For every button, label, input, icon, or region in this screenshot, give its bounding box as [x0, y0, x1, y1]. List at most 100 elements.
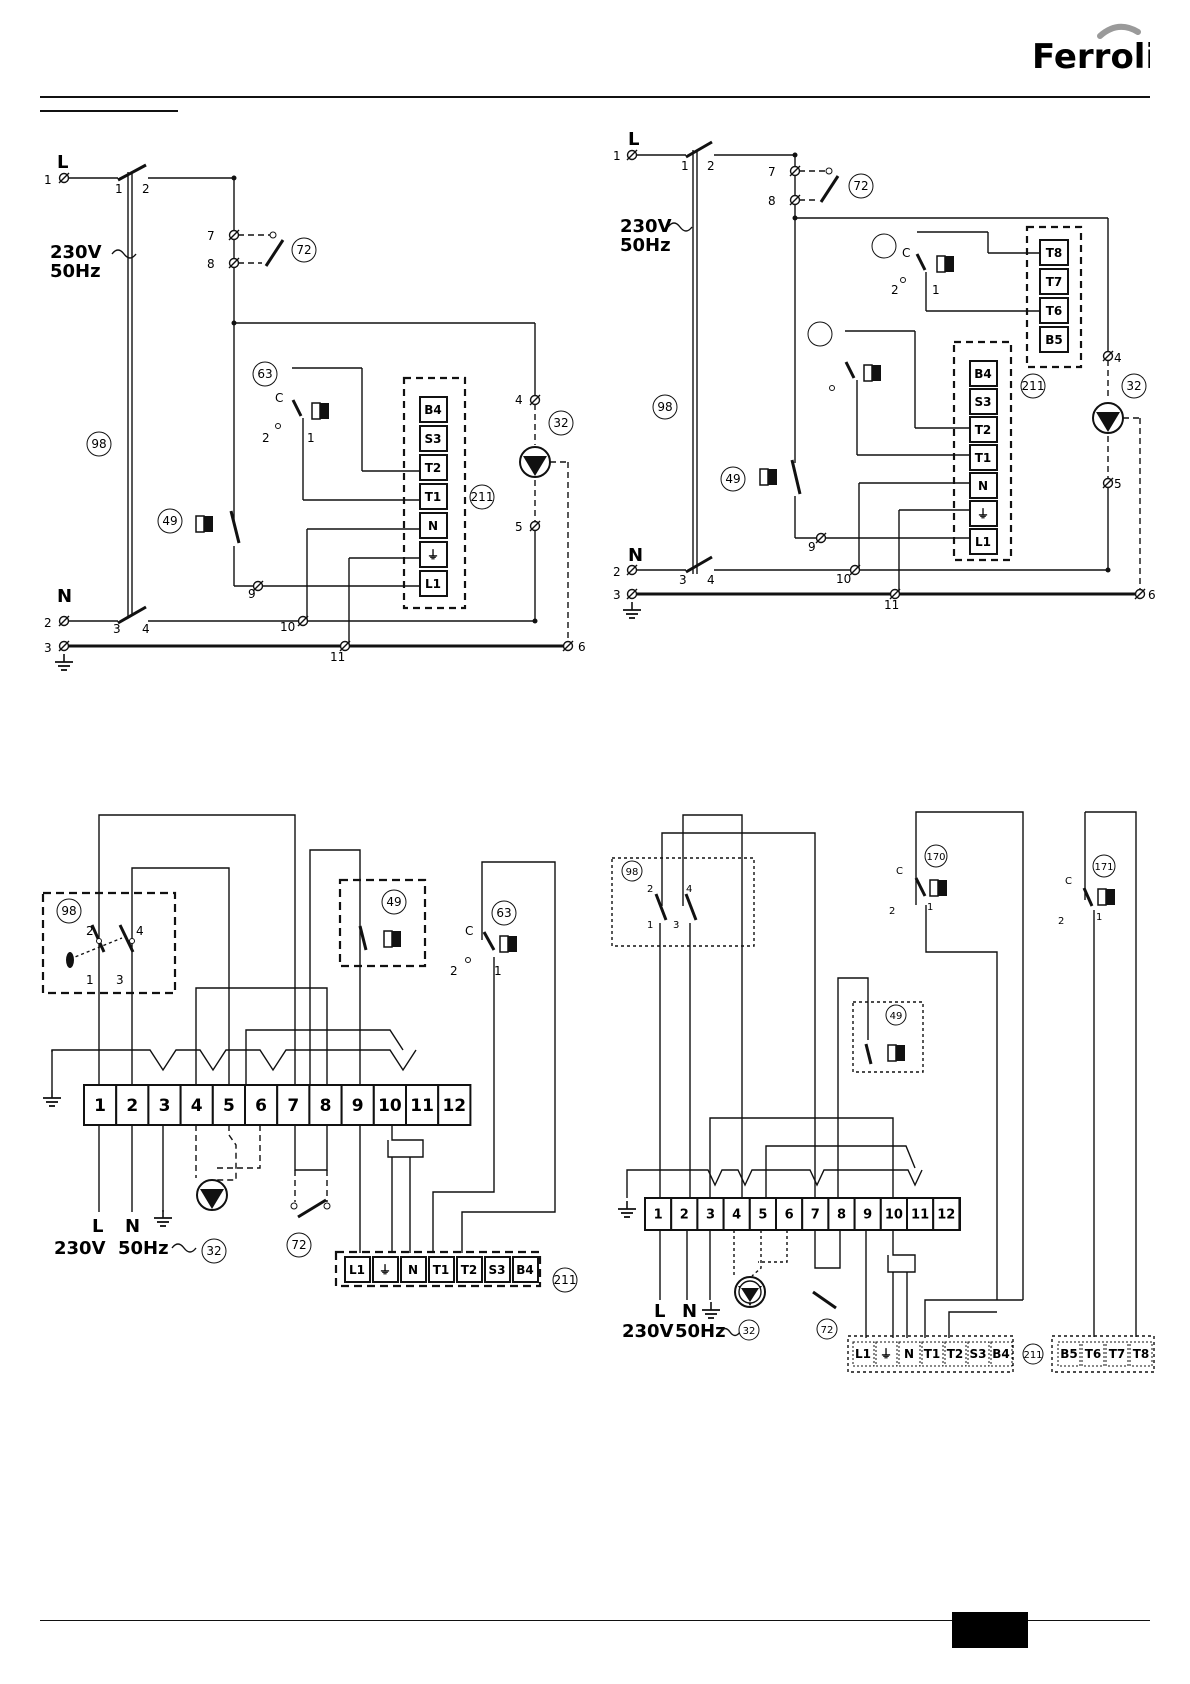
svg-text:⏚: ⏚ [427, 548, 439, 562]
svg-text:49: 49 [890, 1011, 903, 1022]
svg-text:S3: S3 [425, 432, 442, 446]
svg-text:L1: L1 [975, 535, 991, 549]
term-4: 4 [515, 393, 523, 407]
header-rule [40, 96, 1150, 98]
strip-cell [906, 1197, 935, 1231]
strip-label: 6 [255, 1096, 267, 1116]
voltage-label: 230V [620, 216, 672, 237]
svg-text:T2: T2 [425, 461, 442, 475]
svg-text:230V: 230V [54, 1238, 106, 1259]
svg-text:1: 1 [613, 149, 621, 163]
svg-text:T2: T2 [461, 1263, 478, 1277]
strip-label: 5 [758, 1208, 767, 1223]
svg-text:B5: B5 [1045, 333, 1063, 347]
svg-text:50Hz: 50Hz [118, 1238, 169, 1259]
relay-p1: 1 [307, 431, 315, 445]
strip-cell [932, 1197, 961, 1231]
strip-label: 12 [937, 1208, 955, 1223]
svg-text:1: 1 [1096, 912, 1102, 923]
svg-text:1: 1 [932, 283, 940, 297]
strip-label: 7 [287, 1096, 299, 1116]
comp-32: 32 [553, 416, 568, 430]
strip-label: 9 [863, 1208, 872, 1223]
svg-text:2: 2 [1058, 916, 1064, 927]
strip-label: 1 [94, 1096, 106, 1116]
svg-text:C: C [902, 246, 910, 260]
svg-text:2: 2 [647, 884, 653, 895]
svg-text:S3: S3 [489, 1263, 506, 1277]
svg-text:5: 5 [1114, 477, 1122, 491]
svg-text:211: 211 [1023, 1350, 1042, 1361]
svg-text:T7: T7 [1046, 275, 1063, 289]
svg-text:7: 7 [768, 165, 776, 179]
supply-l-label: L [57, 152, 68, 173]
strip-cell [670, 1197, 699, 1231]
svg-text:T1: T1 [924, 1347, 941, 1361]
brand-name: Ferroli [1032, 37, 1150, 77]
svg-text:8: 8 [768, 194, 776, 208]
relay-c: C [275, 391, 283, 405]
svg-text:2: 2 [889, 906, 895, 917]
sw-pin-2: 2 [142, 182, 150, 196]
svg-text:T2: T2 [947, 1347, 964, 1361]
footer-rule [40, 1620, 1150, 1621]
term-10: 10 [280, 620, 295, 634]
svg-text:L1: L1 [349, 1263, 365, 1277]
svg-text:32: 32 [743, 1326, 756, 1337]
svg-text:2: 2 [891, 283, 899, 297]
svg-text:L1: L1 [425, 577, 441, 591]
svg-text:11: 11 [884, 598, 899, 612]
comp-63: 63 [257, 367, 272, 381]
strip-cell [853, 1197, 882, 1231]
strip-label: 12 [442, 1096, 466, 1116]
svg-text:T7: T7 [1109, 1347, 1126, 1361]
strip-label: 10 [885, 1208, 903, 1223]
svg-text:T1: T1 [425, 490, 442, 504]
supply-n-label: N [628, 545, 643, 566]
strip-label: 9 [352, 1096, 364, 1116]
svg-text:9: 9 [808, 540, 816, 554]
svg-text:1: 1 [86, 973, 94, 987]
svg-text:49: 49 [386, 895, 401, 909]
frequency-label: 50Hz [50, 261, 101, 282]
comp-72: 72 [296, 243, 311, 257]
svg-text:B5: B5 [1060, 1347, 1078, 1361]
svg-text:L1: L1 [855, 1347, 871, 1361]
ferroli-logo: Ferroli [1032, 23, 1150, 77]
svg-text:C: C [896, 866, 903, 877]
diagram-top-right: L N 230V 50Hz [613, 129, 1156, 619]
strip-label: 2 [680, 1208, 689, 1223]
svg-text:3: 3 [673, 920, 679, 931]
svg-text:170: 170 [926, 852, 945, 863]
svg-text:50Hz: 50Hz [675, 1321, 726, 1342]
svg-text:72: 72 [853, 179, 868, 193]
strip-label: 1 [654, 1208, 663, 1223]
svg-text:L: L [92, 1216, 103, 1237]
svg-text:T8: T8 [1046, 246, 1063, 260]
svg-text:10: 10 [836, 572, 851, 586]
term-6: 6 [578, 640, 586, 654]
svg-text:L: L [654, 1301, 665, 1322]
svg-text:T8: T8 [1133, 1347, 1150, 1361]
svg-text:T6: T6 [1085, 1347, 1102, 1361]
svg-text:S3: S3 [975, 395, 992, 409]
sw-pin-3: 3 [113, 622, 121, 636]
page-number-box [952, 1612, 1028, 1648]
strip-label: 3 [706, 1208, 715, 1223]
diagram-bottom-left: L N 230V 50Hz L1 ⏚ N T1 T2 S3 B4 2 4 1 3… [41, 814, 578, 1293]
strip-cell [827, 1197, 856, 1231]
comp-98: 98 [91, 437, 106, 451]
section-rule [40, 110, 178, 112]
svg-text:98: 98 [626, 867, 639, 878]
strip-label: 8 [320, 1096, 332, 1116]
svg-text:S3: S3 [970, 1347, 987, 1361]
term-11: 11 [330, 650, 345, 664]
term-3: 3 [44, 641, 52, 655]
strip-label: 7 [811, 1208, 820, 1223]
sw-pin-1: 1 [115, 182, 123, 196]
comp-blank-2 [807, 321, 833, 347]
diagram-top-left: L N 230V 50Hz [44, 152, 586, 671]
svg-text:211: 211 [554, 1273, 577, 1287]
term-1: 1 [44, 173, 52, 187]
